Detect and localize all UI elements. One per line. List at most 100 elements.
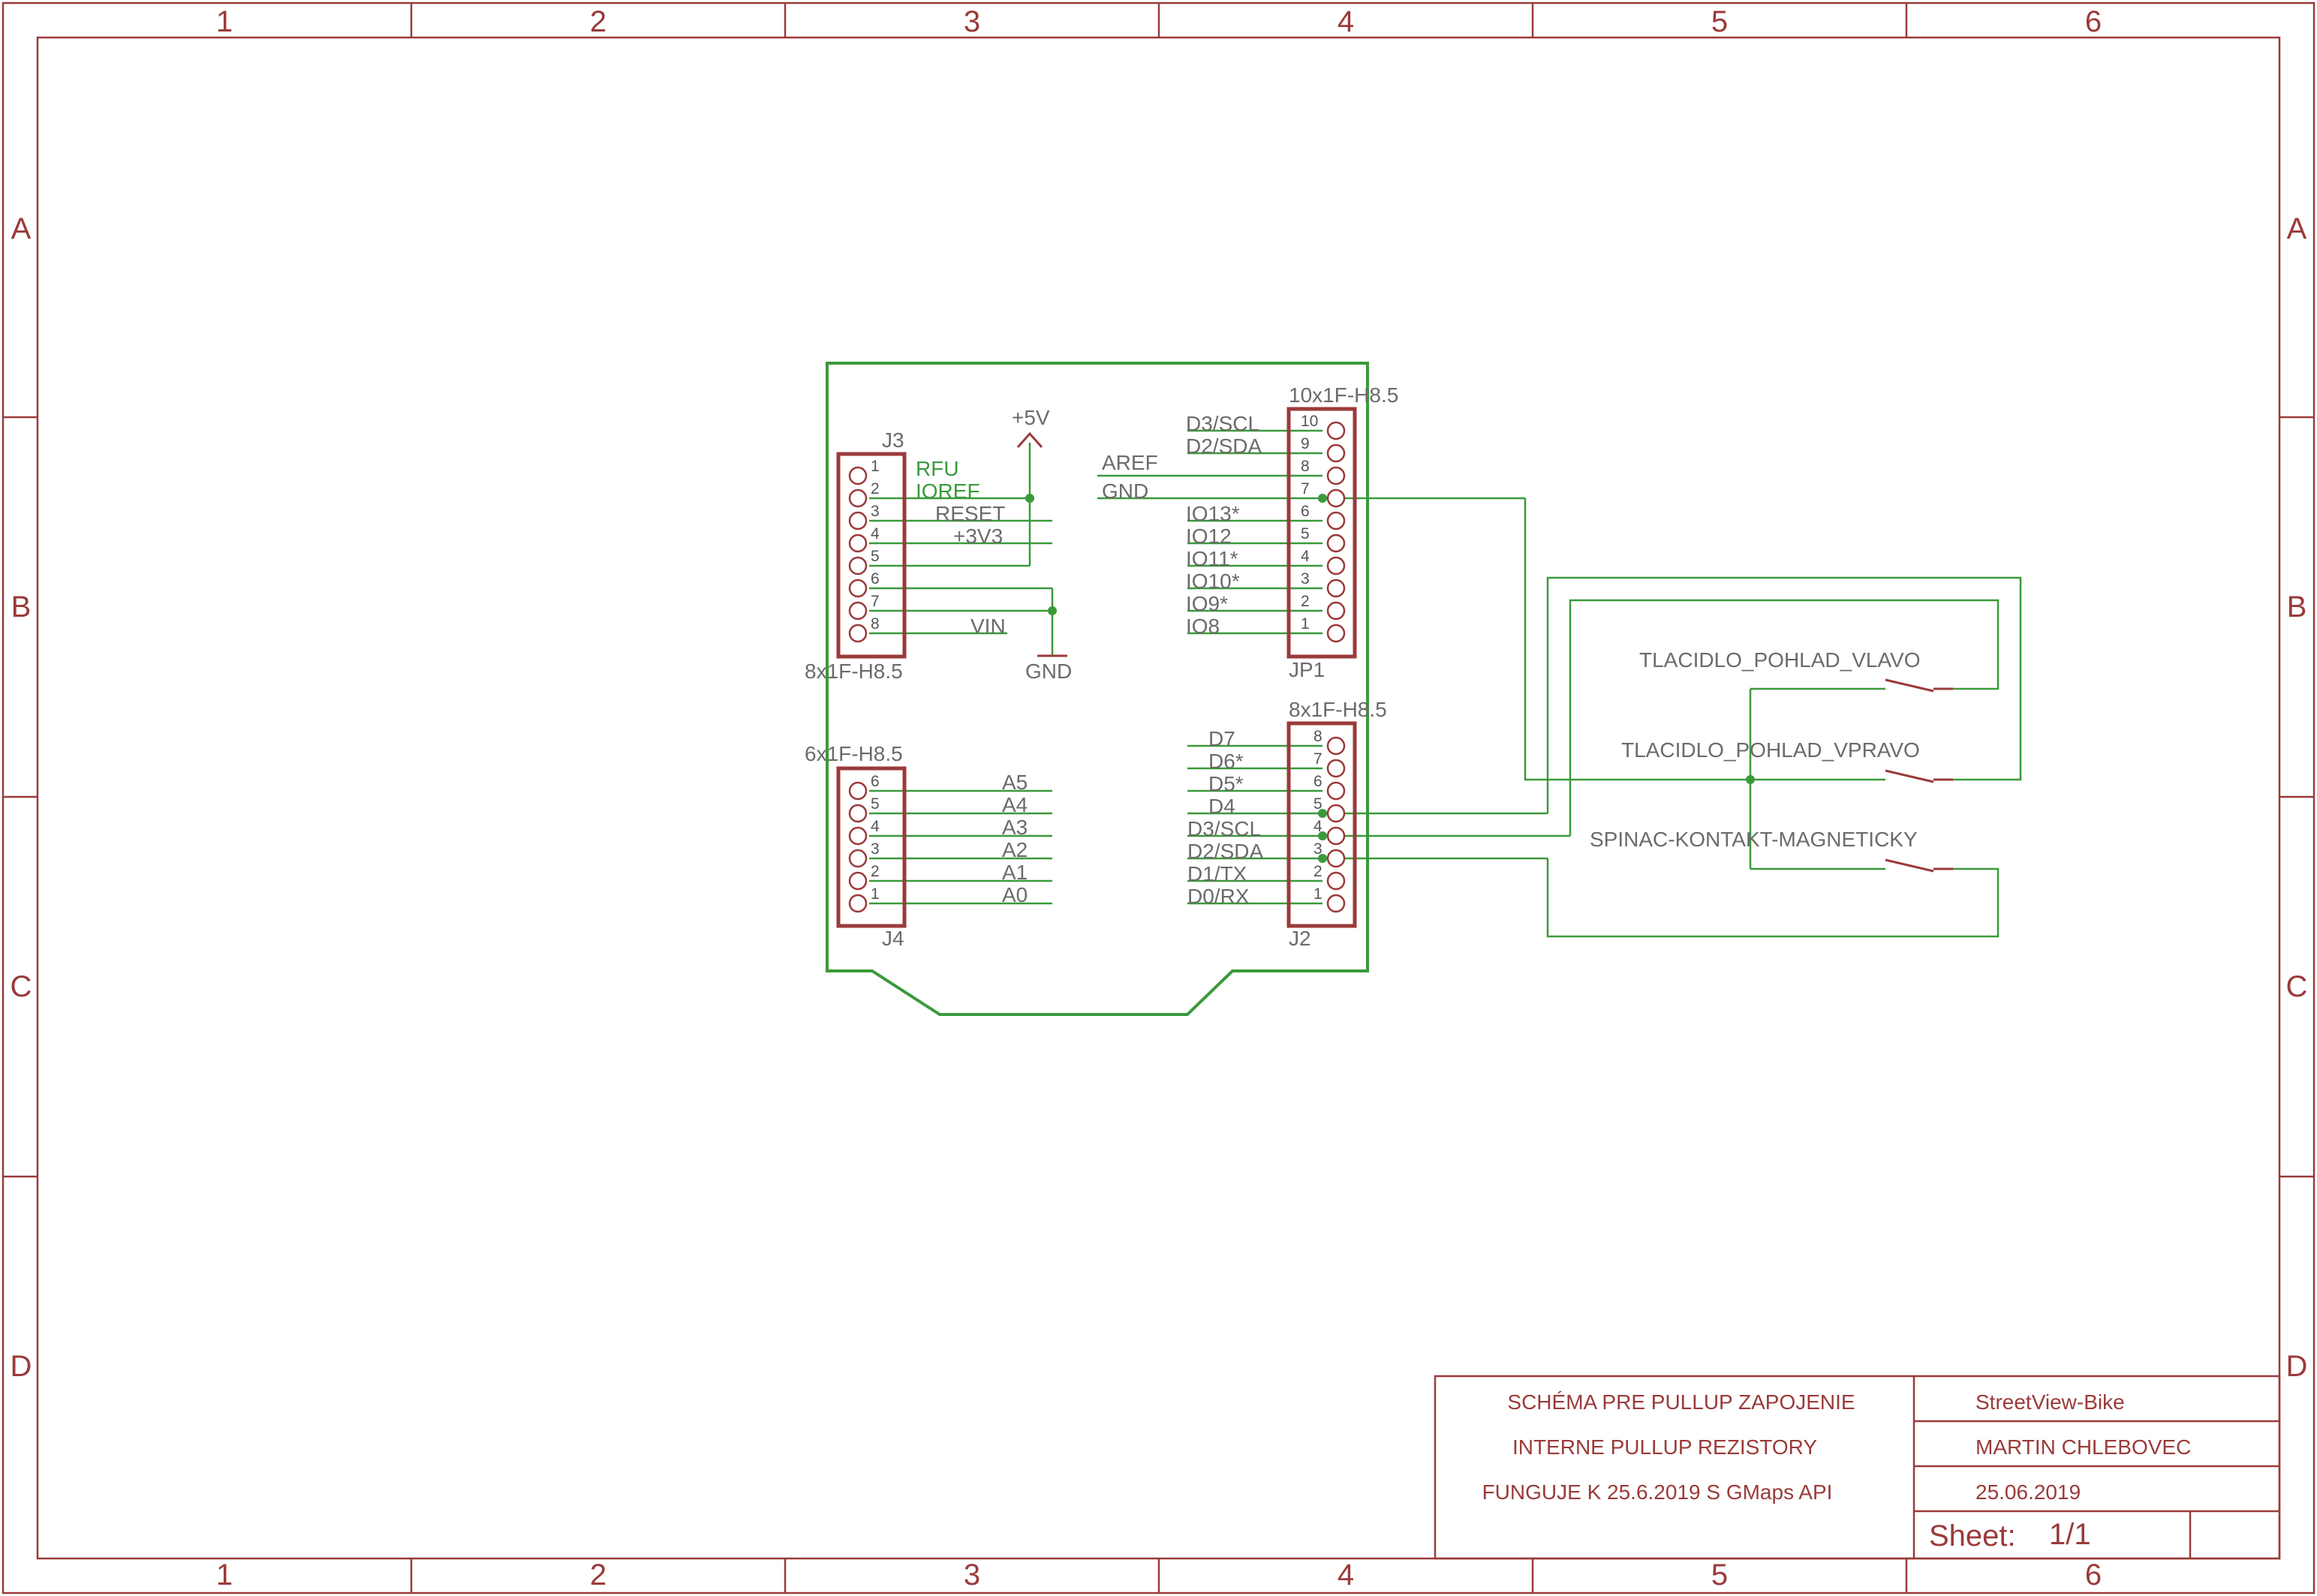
j3-pad-1 bbox=[848, 466, 868, 485]
j3-pin-number-4: 4 bbox=[871, 525, 880, 543]
net-label-aref: AREF bbox=[1102, 451, 1158, 474]
net-label-a5: A5 bbox=[1002, 771, 1028, 794]
supply-gnd[interactable]: GND bbox=[1025, 654, 1072, 683]
j3-pad-2 bbox=[848, 488, 868, 508]
net-label-d1-tx: D1/TX bbox=[1187, 862, 1247, 885]
j2-pin-number-6: 6 bbox=[1313, 773, 1322, 790]
zone-col-3-top: 3 bbox=[964, 5, 980, 38]
j2-pad-2 bbox=[1326, 871, 1346, 891]
net-label-a0: A0 bbox=[1002, 883, 1028, 906]
j2-pad-5 bbox=[1326, 804, 1346, 823]
net-labels-j3: RFU IOREF RESET +3V3 VIN bbox=[916, 457, 1006, 638]
jp1-pad-4 bbox=[1326, 556, 1346, 576]
jp1-pad-6 bbox=[1326, 511, 1346, 530]
j4-pad-6 bbox=[848, 781, 868, 801]
j2-pin-number-7: 7 bbox=[1313, 750, 1322, 768]
zone-row-b-left: B bbox=[11, 591, 32, 624]
j3-pad-6 bbox=[848, 579, 868, 598]
zone-col-6-top: 6 bbox=[2085, 5, 2102, 38]
net-label-d7: D7 bbox=[1208, 727, 1235, 750]
j2-pad-6 bbox=[1326, 781, 1346, 801]
j3-name: J3 bbox=[882, 428, 904, 452]
net-label-d5: D5* bbox=[1208, 772, 1244, 795]
zone-row-c-right: C bbox=[2286, 970, 2308, 1003]
j2-pad-3 bbox=[1326, 849, 1346, 868]
jp1-pin-number-1: 1 bbox=[1301, 615, 1310, 633]
j3-pin-number-1: 1 bbox=[871, 458, 880, 475]
jp1-pad-1 bbox=[1326, 624, 1346, 643]
net-label-rfu: RFU bbox=[916, 457, 959, 480]
jp1-pad-9 bbox=[1326, 443, 1346, 463]
inner-border bbox=[36, 36, 2281, 1560]
net-label-vin: VIN bbox=[970, 615, 1006, 638]
jp1-pin-number-6: 6 bbox=[1301, 503, 1310, 520]
j4-value: 6x1F-H8.5 bbox=[805, 742, 903, 765]
j2-pin-number-3: 3 bbox=[1313, 840, 1322, 858]
net-label-io10: IO10* bbox=[1186, 570, 1240, 593]
zone-row-a-left: A bbox=[11, 212, 32, 245]
net-label-io12: IO12 bbox=[1186, 524, 1232, 548]
sheet-label: Sheet: bbox=[1929, 1519, 2016, 1552]
j3-pin-number-6: 6 bbox=[871, 570, 880, 588]
j4-pin-number-6: 6 bbox=[871, 773, 880, 790]
j2-pad-7 bbox=[1326, 759, 1346, 778]
switch-kontakt-magneticky[interactable]: SPINAC-KONTAKT-MAGNETICKY bbox=[1590, 828, 1953, 873]
title-line-2: INTERNE PULLUP REZISTORY bbox=[1512, 1435, 1817, 1459]
j4-pin-number-1: 1 bbox=[871, 885, 880, 903]
supply-5v[interactable]: +5V bbox=[1012, 406, 1050, 448]
j3-pad-4 bbox=[848, 534, 868, 553]
net-label-io13: IO13* bbox=[1186, 502, 1240, 525]
switch-tlacidlo-vlavo[interactable]: TLACIDLO_POHLAD_VLAVO bbox=[1639, 648, 1953, 693]
j4-name: J4 bbox=[882, 927, 904, 950]
jp1-value: 10x1F-H8.5 bbox=[1289, 383, 1398, 407]
jp1-pin-number-3: 3 bbox=[1301, 570, 1310, 588]
j2-pin-number-1: 1 bbox=[1313, 885, 1322, 903]
zone-col-2-bottom: 2 bbox=[590, 1558, 606, 1591]
net-label-reset: RESET bbox=[935, 502, 1005, 525]
switch-tlacidlo-vpravo[interactable]: TLACIDLO_POHLAD_VPRAVO bbox=[1621, 738, 1953, 783]
shield-outline bbox=[826, 362, 1369, 1016]
j4-pad-4 bbox=[848, 826, 868, 846]
j3-pin-number-2: 2 bbox=[871, 480, 880, 497]
j4-pin-number-4: 4 bbox=[871, 818, 880, 835]
net-label-d6: D6* bbox=[1208, 750, 1244, 773]
j2-pin-number-2: 2 bbox=[1313, 863, 1322, 880]
net-label-3v3: +3V3 bbox=[953, 524, 1003, 548]
j4-pad-5 bbox=[848, 804, 868, 823]
supply-gnd-label: GND bbox=[1025, 660, 1072, 683]
net-label-a4: A4 bbox=[1002, 793, 1028, 816]
drawing-date: 25.06.2019 bbox=[1975, 1480, 2081, 1504]
zone-col-6-bottom: 6 bbox=[2085, 1558, 2102, 1591]
net-labels-j2: D7 D6* D5* D4 D3/SCL D2/SDA D1/TX D0/RX bbox=[1187, 727, 1263, 908]
net-label-ioref: IOREF bbox=[916, 479, 980, 503]
project-name: StreetView-Bike bbox=[1975, 1390, 2125, 1414]
zone-row-b-right: B bbox=[2287, 591, 2307, 624]
j4-pin-number-3: 3 bbox=[871, 840, 880, 858]
j3-pad-7 bbox=[848, 601, 868, 621]
zone-col-4-bottom: 4 bbox=[1338, 1558, 1354, 1591]
jp1-pad-3 bbox=[1326, 579, 1346, 598]
net-label-io11: IO11* bbox=[1186, 547, 1238, 570]
j4-pad-1 bbox=[848, 894, 868, 913]
j2-value: 8x1F-H8.5 bbox=[1289, 698, 1387, 721]
switch-vlavo-label: TLACIDLO_POHLAD_VLAVO bbox=[1639, 648, 1921, 672]
jp1-name: JP1 bbox=[1289, 658, 1325, 681]
jp1-pin-number-5: 5 bbox=[1301, 525, 1310, 543]
j3-pin-number-8: 8 bbox=[871, 615, 880, 633]
j3-pin-number-7: 7 bbox=[871, 593, 880, 610]
j3-pin-number-5: 5 bbox=[871, 548, 880, 565]
jp1-pad-2 bbox=[1326, 601, 1346, 621]
jp1-pad-10 bbox=[1326, 421, 1346, 440]
j3-pad-8 bbox=[848, 624, 868, 643]
zone-col-3-bottom: 3 bbox=[964, 1558, 980, 1591]
title-line-3: FUNGUJE K 25.6.2019 S GMaps API bbox=[1482, 1480, 1833, 1504]
net-label-a1: A1 bbox=[1002, 861, 1028, 884]
jp1-pad-7 bbox=[1326, 488, 1346, 508]
supply-5v-label: +5V bbox=[1012, 406, 1050, 429]
